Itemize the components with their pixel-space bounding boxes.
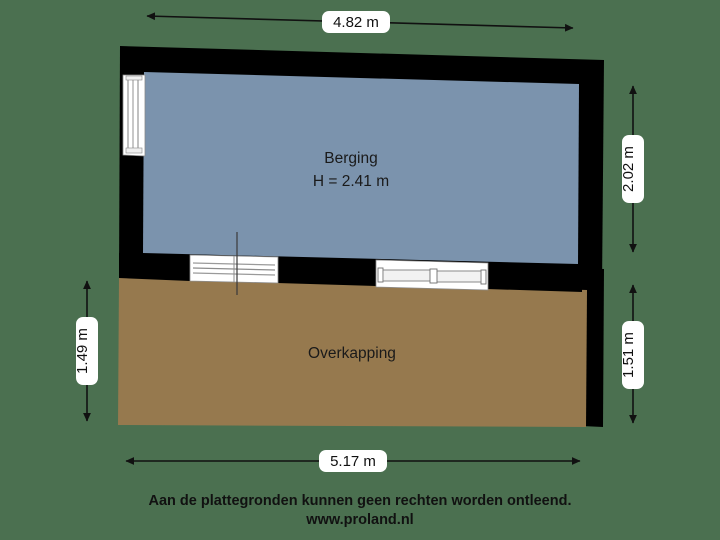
window-left-sill-top bbox=[125, 75, 143, 81]
dimension-right-lower-label-bg bbox=[622, 321, 644, 389]
dimension-top: 4.82 m bbox=[146, 11, 574, 33]
dimension-bottom: 5.17 m bbox=[125, 450, 581, 472]
door-mid-right[interactable] bbox=[375, 259, 489, 291]
door-mid-right-panel-right bbox=[435, 270, 482, 283]
window-left-wall[interactable] bbox=[122, 74, 146, 157]
interior-wall-seg-3 bbox=[487, 264, 582, 292]
door-mid-right-panel-left bbox=[382, 269, 432, 282]
dimension-bottom-label: 5.17 m bbox=[330, 453, 376, 470]
dimension-right-upper-label: 2.02 m bbox=[620, 146, 637, 192]
room-label-overkapping: Overkapping bbox=[308, 345, 396, 362]
dimension-left-lower-label-bg bbox=[76, 317, 98, 385]
dimension-bottom-label-bg bbox=[319, 450, 387, 472]
dimension-right-upper-label-bg bbox=[622, 135, 644, 203]
room-label-berging: Berging bbox=[324, 150, 377, 167]
overkapping-floor bbox=[118, 277, 587, 427]
footer-disclaimer: Aan de plattegronden kunnen geen rechten… bbox=[149, 493, 572, 509]
building-group bbox=[118, 46, 604, 427]
window-left-frame bbox=[122, 74, 146, 157]
window-left-sill-bottom bbox=[125, 147, 143, 154]
room-labels: Berging H = 2.41 m Overkapping bbox=[308, 150, 396, 362]
footer: Aan de plattegronden kunnen geen rechten… bbox=[149, 493, 572, 528]
door-mid-right-jamb-right bbox=[480, 269, 487, 285]
interior-wall-seg-1 bbox=[119, 253, 190, 281]
room-height-berging: H = 2.41 m bbox=[313, 173, 389, 190]
dimension-top-label-bg bbox=[322, 11, 390, 33]
interior-wall-seg-2 bbox=[277, 257, 376, 286]
dimension-right-lower-label: 1.51 m bbox=[620, 332, 637, 378]
berging-floor bbox=[143, 72, 579, 264]
footer-website: www.proland.nl bbox=[305, 512, 413, 528]
dimension-top-label: 4.82 m bbox=[333, 14, 379, 31]
dimension-left-lower: 1.49 m bbox=[74, 280, 98, 422]
dimension-left-lower-label: 1.49 m bbox=[74, 328, 91, 374]
window-mid-left[interactable] bbox=[189, 254, 279, 284]
door-mid-right-jamb-left bbox=[377, 267, 384, 283]
door-mid-right-handle bbox=[429, 268, 438, 284]
dimension-right-upper: 2.02 m bbox=[620, 85, 644, 253]
dimension-right-lower: 1.51 m bbox=[620, 284, 644, 424]
right-wall-lower bbox=[582, 268, 604, 427]
